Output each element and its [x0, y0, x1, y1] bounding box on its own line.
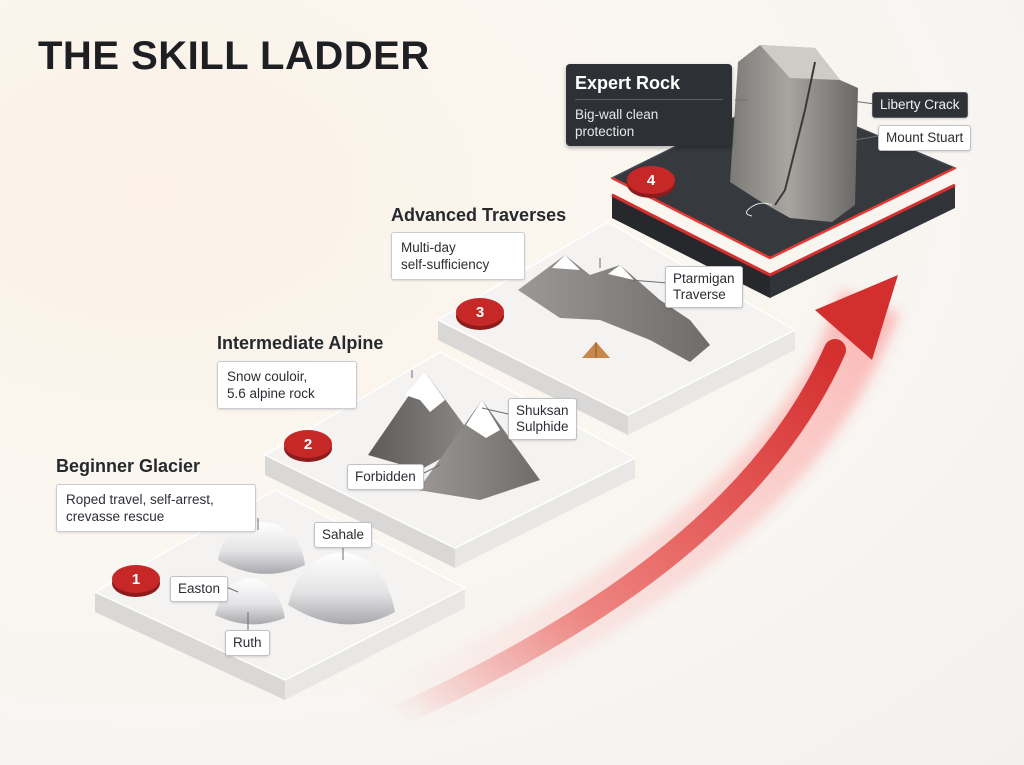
tier-4-card: Expert Rock Big-wall clean protection [566, 64, 732, 146]
tier-4-desc-line-1: Big-wall clean [575, 107, 659, 122]
route-label-liberty-crack: Liberty Crack [872, 92, 968, 118]
peak-label-sahale: Sahale [314, 522, 373, 548]
tier-1-badge: 1 [112, 565, 160, 597]
peak-label-ptarmigan: Ptarmigan [673, 271, 735, 286]
tier-1-desc-line-1: Roped travel, self-arrest, [66, 492, 214, 507]
tier-1-description: Roped travel, self-arrest, crevasse resc… [56, 484, 256, 532]
tier-3-badge-number: 3 [476, 304, 484, 321]
mountain-icon [368, 372, 540, 500]
mountain-icon [215, 521, 395, 625]
leader-lines [223, 99, 879, 630]
tier-4-description: Big-wall clean protection [575, 106, 658, 140]
tier-3-platform [436, 221, 797, 435]
tent-icon [582, 342, 610, 358]
tier-4-divider [575, 99, 723, 100]
tier-3-desc-line-1: Multi-day [401, 240, 456, 255]
tier-2-badge: 2 [284, 430, 332, 462]
tier-1-title: Beginner Glacier [56, 456, 201, 476]
mountain-icon [518, 255, 710, 362]
peak-label-easton: Easton [170, 576, 229, 602]
rock-tower-icon [730, 45, 858, 222]
tier-4-desc-line-2: protection [575, 124, 635, 139]
tier-2-platform [263, 351, 637, 568]
tier-2-desc-line-2: 5.6 alpine rock [227, 386, 315, 401]
tier-4-badge: 4 [627, 166, 675, 198]
tier-1-badge-number: 1 [132, 571, 140, 588]
tier-4-title: Expert Rock [575, 73, 681, 93]
tier-2-title: Intermediate Alpine [217, 333, 384, 353]
tier-2-badge-number: 2 [304, 436, 312, 453]
progress-arrow [367, 275, 900, 748]
peak-label-ptarmigan-traverse: Ptarmigan Traverse [665, 266, 743, 308]
route-label-mount-stuart: Mount Stuart [878, 125, 972, 151]
tier-2-desc-line-1: Snow couloir, [227, 369, 308, 384]
tier-4-badge-number: 4 [647, 172, 656, 189]
peak-label-ruth: Ruth [225, 630, 270, 656]
tier-1-desc-line-2: crevasse rescue [66, 509, 165, 524]
peak-label-shuksan: Shuksan [516, 403, 569, 418]
peak-label-traverse: Traverse [673, 287, 726, 302]
page-title: THE SKILL LADDER [38, 34, 430, 78]
tier-3-description: Multi-day self-sufficiency [391, 232, 525, 280]
tier-2-description: Snow couloir, 5.6 alpine rock [217, 361, 357, 409]
peak-label-sulphide: Sulphide [516, 419, 569, 434]
tier-3-title: Advanced Traverses [391, 205, 567, 225]
peak-label-shuksan-sulphide: Shuksan Sulphide [508, 398, 577, 440]
tier-3-desc-line-2: self-sufficiency [401, 257, 490, 272]
tier-3-badge: 3 [456, 298, 504, 330]
tier-1-platform [93, 489, 467, 700]
peak-label-forbidden: Forbidden [347, 464, 424, 490]
tier-badges: 1 2 3 4 [112, 166, 675, 597]
up-arrow-icon [815, 275, 898, 360]
